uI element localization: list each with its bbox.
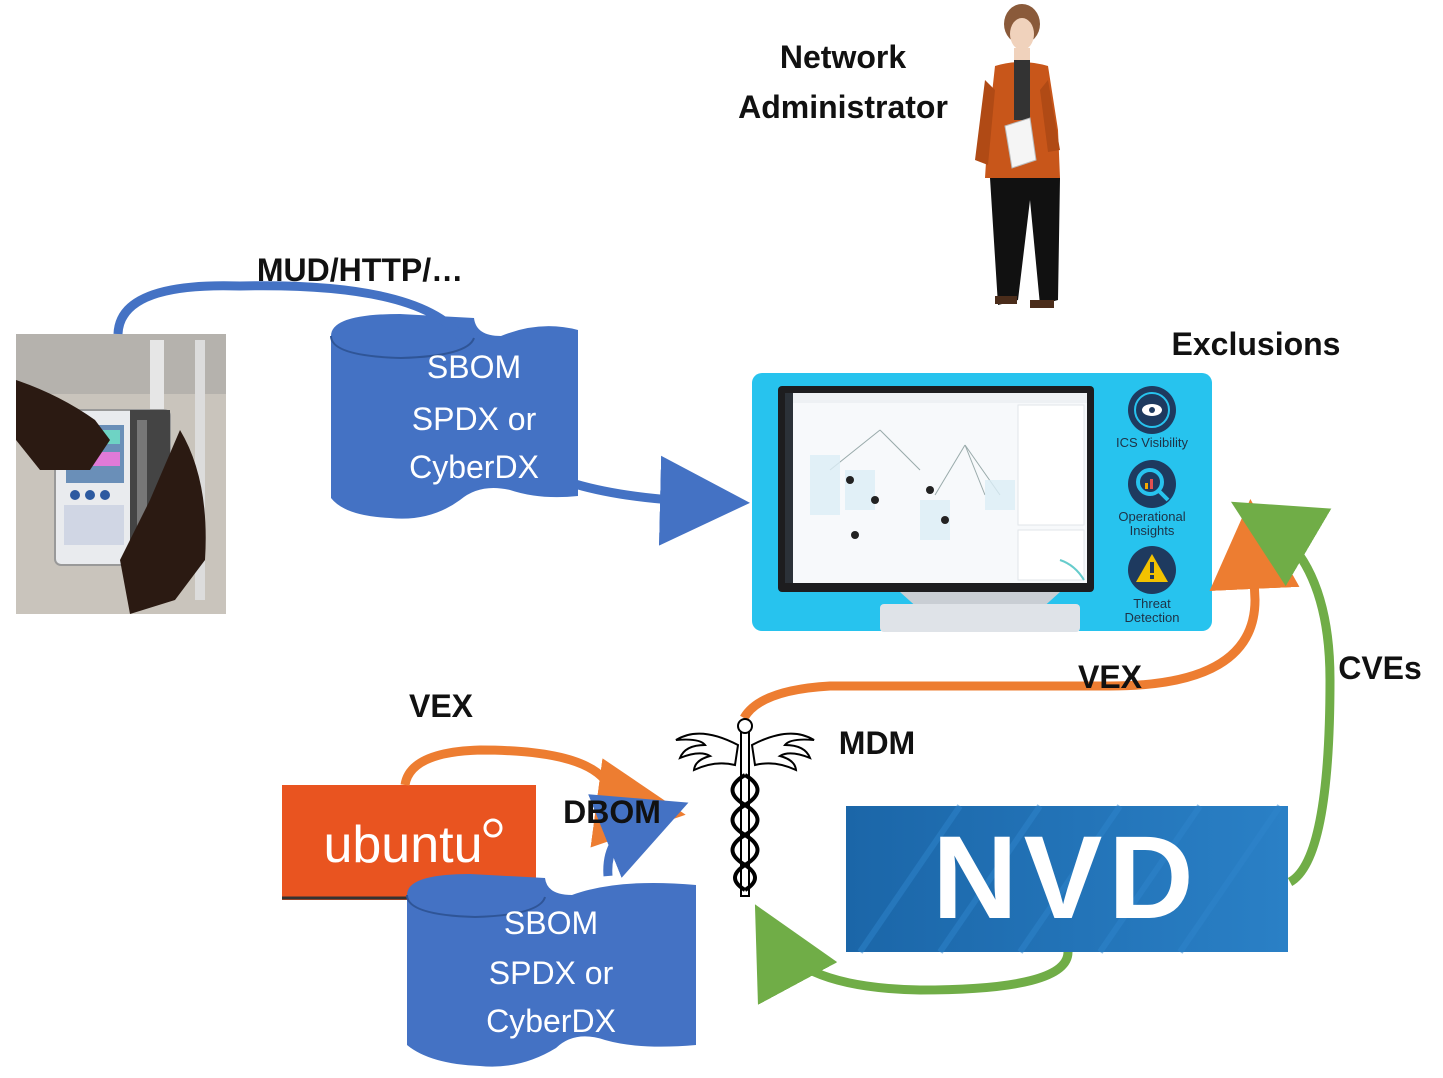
mud-label: MUD/HTTP/…	[257, 252, 463, 288]
threat-detection-label-2: Detection	[1125, 610, 1180, 625]
mdm-caduceus-icon	[675, 718, 815, 897]
vex-label-top: VEX	[1078, 659, 1143, 695]
sbom-bottom-line3: CyberDX	[486, 1003, 616, 1039]
threat-detection-label-1: Threat	[1133, 596, 1171, 611]
ics-visibility-label: ICS Visibility	[1116, 435, 1189, 450]
network-administrator-figure	[975, 4, 1060, 308]
operational-insights-label-2: Insights	[1130, 523, 1175, 538]
cves-label: CVEs	[1338, 650, 1422, 686]
exclusions-label: Exclusions	[1172, 326, 1341, 362]
threat-detection-icon	[1128, 546, 1176, 594]
infusion-pump-photo	[16, 334, 226, 614]
sbom-document-top: SBOM SPDX or CyberDX	[330, 314, 578, 519]
cves-nvd-to-monitor-arrow	[1230, 501, 1335, 886]
sbom-top-line2: SPDX or	[412, 401, 537, 437]
monitor-screen	[785, 393, 1087, 583]
nvd-to-mdm-arrow	[754, 904, 1073, 1005]
sbom-to-monitor-arrow	[573, 455, 750, 546]
nvd-logo-text: NVD	[932, 812, 1199, 944]
dbom-label: DBOM	[563, 794, 661, 830]
ics-visibility-icon	[1128, 386, 1176, 434]
operational-insights-label-1: Operational	[1118, 509, 1185, 524]
sbom-bottom-line1: SBOM	[504, 905, 598, 941]
operational-insights-icon	[1128, 460, 1176, 508]
mdm-label: MDM	[839, 725, 915, 761]
mud-http-arrow	[113, 281, 466, 341]
dbom-arrow	[588, 794, 689, 878]
sbom-top-line3: CyberDX	[409, 449, 539, 485]
monitor: ICS Visibility Operational Insights Thre…	[752, 373, 1212, 632]
sbom-bottom-line2: SPDX or	[489, 955, 614, 991]
ubuntu-logo-text: ubuntu	[323, 816, 482, 874]
admin-label-line2: Administrator	[738, 89, 948, 125]
vex-label-left: VEX	[409, 688, 474, 724]
admin-label-line1: Network	[780, 39, 906, 75]
sbom-top-line1: SBOM	[427, 349, 521, 385]
vex-mdm-to-monitor-arrow	[740, 499, 1300, 721]
nvd-logo: NVD	[846, 804, 1288, 954]
sbom-document-bottom: SBOM SPDX or CyberDX	[406, 874, 696, 1067]
